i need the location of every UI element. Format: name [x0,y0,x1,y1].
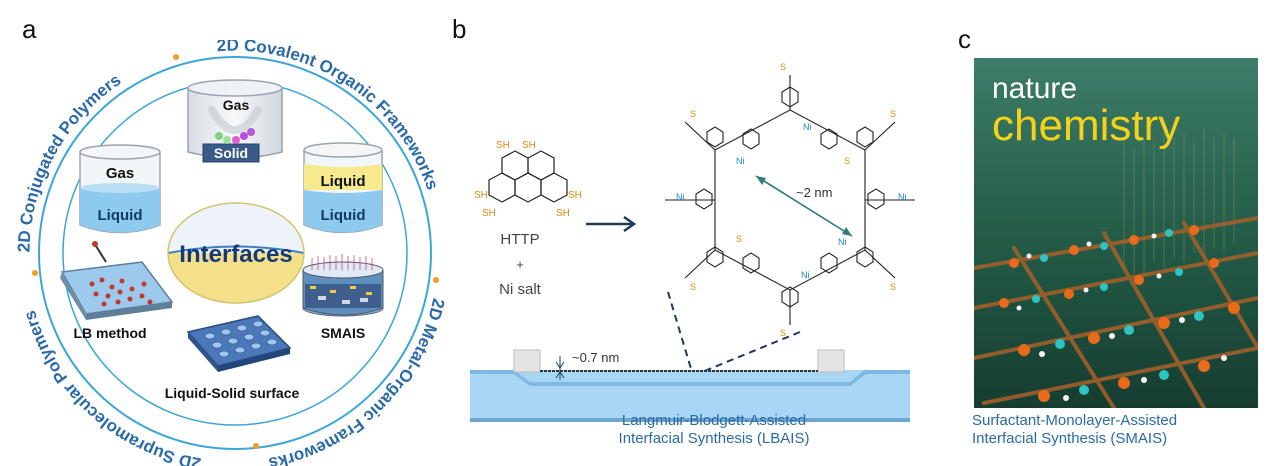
smais-label: SMAIS [321,325,365,341]
beaker-liquid-liquid-top: Liquid [321,173,366,190]
nickel-label: Ni [898,192,907,202]
lbais-caption: Langmuir-Blodgett-Assisted Interfacial S… [554,412,874,448]
plus-sign: + [516,257,524,272]
journal-title-line2: chemistry [992,101,1180,150]
panel-letter-c: c [958,24,971,54]
beaker-liquid-liquid: Liquid Liquid [303,142,383,234]
panel-b-diagram: SH SH SH SH SH SH HTTP + Ni salt [470,62,915,422]
reaction-arrow [586,215,637,233]
smais-caption: Surfactant-Monolayer-Assisted Interfacia… [964,412,1272,448]
monomer-name: HTTP [500,231,539,248]
nickel-label: Ni [736,156,745,166]
thiol-label: SH [568,190,582,201]
beaker-gas-liquid-top: Gas [106,165,134,182]
panel-letter-a: a [22,14,37,44]
sulfur-label: S [890,282,896,292]
lb-trough [470,349,910,422]
nickel-label: Ni [803,122,812,132]
lbais-caption-line2: Interfacial Synthesis (LBAIS) [618,430,810,447]
journal-cover: nature chemistry [974,58,1258,408]
interfaces-center: Interfaces [167,202,305,304]
lb-method-label: LB method [73,325,146,341]
sulfur-label: S [736,234,742,244]
thickness-label: ~0.7 nm [572,350,619,365]
framework-structure [665,75,915,325]
beaker-liquid-liquid-bottom: Liquid [321,207,366,224]
beaker-gas-solid-top: Gas [223,97,250,113]
panel-a-diagram: 2D Conjugated Polymers 2D Covalent Organ… [14,40,448,466]
smais-illustration: SMAIS [302,254,384,341]
http-monomer-structure [488,150,568,203]
sulfur-label: S [780,328,786,338]
beaker-gas-solid: Gas Solid [187,79,283,163]
thiol-label: SH [496,140,510,151]
beaker-gas-liquid: Gas Liquid [79,144,161,234]
separator-dot [433,277,439,283]
smais-caption-line2: Interfacial Synthesis (SMAIS) [972,430,1168,447]
thiol-label: SH [474,190,488,201]
sulfur-label: S [690,109,696,119]
framework-atom-labels: Ni Ni Ni Ni Ni Ni S S S S S S S S [676,62,907,338]
sulfur-label: S [890,109,896,119]
pore-size-label: ~2 nm [796,185,833,200]
metal-salt: Ni salt [499,281,542,298]
sulfur-label: S [690,282,696,292]
liquid-solid-label: Liquid-Solid surface [165,385,300,401]
smais-caption-line1: Surfactant-Monolayer-Assisted [972,412,1178,429]
nickel-label: Ni [676,192,685,202]
beaker-gas-liquid-bottom: Liquid [98,207,143,224]
thiol-label: SH [522,140,536,151]
nickel-label: Ni [801,270,810,280]
zoom-guide-lines [667,291,801,373]
sulfur-label: S [780,62,786,72]
thiol-label: SH [556,208,570,219]
thiol-label: SH [482,208,496,219]
panel-letter-b: b [452,14,467,44]
interfaces-label: Interfaces [179,241,292,268]
thiol-labels: SH SH SH SH SH SH [474,140,582,219]
beaker-gas-solid-bottom: Solid [214,145,248,161]
sulfur-label: S [844,156,850,166]
outer-ring [38,56,432,450]
separator-dot [253,443,259,449]
separator-dot [32,270,38,276]
separator-dot [173,54,179,60]
pore-size-arrow [755,175,853,237]
lbais-caption-line1: Langmuir-Blodgett-Assisted [621,412,807,429]
liquid-solid-illustration: Liquid-Solid surface [165,315,300,401]
lb-method-illustration: LB method [60,241,174,341]
journal-title-line1: nature [992,72,1077,105]
nickel-label: Ni [838,237,847,247]
